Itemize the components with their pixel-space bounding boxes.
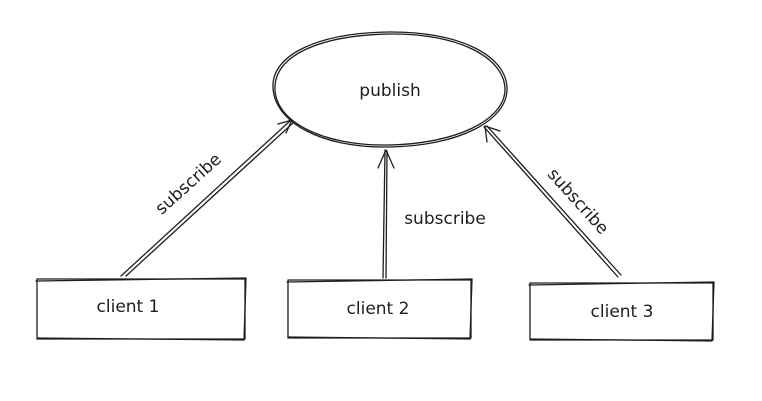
arrow-head: [377, 149, 395, 169]
client-2-label: client 2: [347, 299, 410, 319]
client-3-label: client 3: [591, 302, 654, 322]
edge-client-1: subscribe: [120, 119, 294, 277]
arrow-line: [486, 125, 622, 276]
edge-client-2: subscribe: [377, 149, 486, 279]
arrow-head: [277, 119, 293, 134]
arrow-line: [125, 122, 294, 277]
client-2-node[interactable]: client 2: [286, 278, 473, 340]
arrow-line: [385, 150, 388, 279]
arrow-line: [382, 149, 386, 279]
client-3-node[interactable]: client 3: [528, 281, 715, 342]
client-1-label: client 1: [97, 297, 160, 317]
arrow-head: [484, 125, 501, 143]
edge-label-client-1: subscribe: [152, 150, 226, 219]
publish-node[interactable]: publish: [272, 31, 508, 148]
edge-client-3: subscribe: [483, 125, 622, 278]
edge-label-client-2: subscribe: [404, 209, 486, 229]
publish-label: publish: [359, 81, 420, 101]
arrow-line: [120, 119, 292, 277]
arrow-line: [483, 126, 619, 278]
client-1-node[interactable]: client 1: [35, 277, 247, 341]
